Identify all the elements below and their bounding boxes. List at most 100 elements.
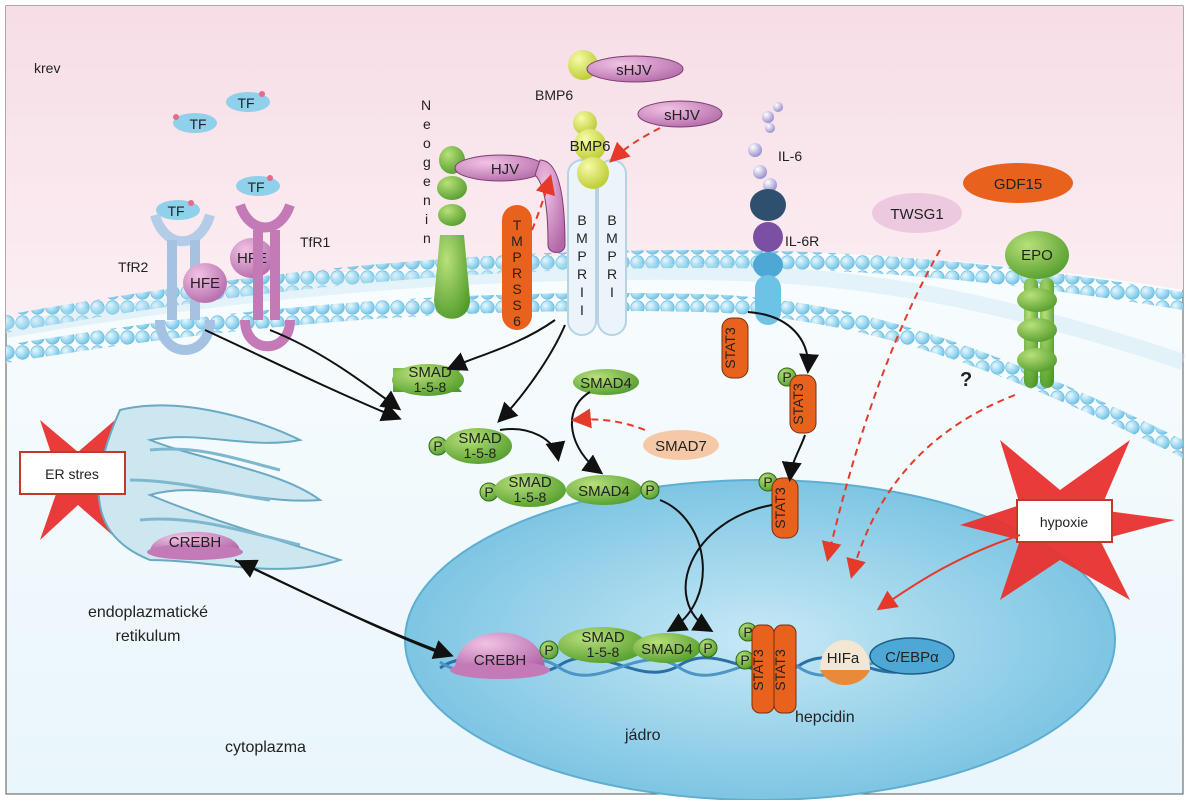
smad158-free: SMAD 1-5-8 (392, 364, 464, 396)
smad4-free: SMAD4 (573, 369, 639, 395)
svg-text:g: g (423, 154, 431, 170)
crebh-dna: CREBH (450, 632, 550, 679)
svg-text:C/EBPα: C/EBPα (885, 649, 939, 666)
svg-text:1-5-8: 1-5-8 (414, 379, 447, 395)
er-stress-box: ER stres (19, 451, 126, 495)
svg-text:P: P (433, 438, 442, 454)
psmad-smad4-complex: P SMAD 1-5-8 SMAD4 P (479, 473, 660, 507)
black-arrows (204, 311, 820, 660)
il6r-label: IL-6R (785, 233, 819, 249)
svg-text:sHJV: sHJV (664, 107, 700, 124)
il6r-receptor (750, 189, 786, 325)
hypoxia-box: hypoxie (1016, 499, 1113, 543)
tf-molecule-4: TF (156, 200, 200, 220)
svg-text:P: P (645, 482, 654, 498)
svg-text:o: o (423, 135, 431, 151)
neogenin-label: N e o g e n i n (421, 97, 431, 246)
smad-dna-complex: P SMAD 1-5-8 SMAD4 P (539, 627, 718, 663)
svg-text:1-5-8: 1-5-8 (514, 489, 547, 505)
hifa: HIFa (820, 640, 870, 685)
svg-text:I: I (580, 302, 584, 318)
tfr1-receptor (235, 203, 295, 352)
hypoxia-label: hypoxie (1040, 514, 1088, 530)
svg-text:e: e (423, 116, 431, 132)
svg-text:SMAD4: SMAD4 (578, 483, 630, 500)
svg-text:SMAD7: SMAD7 (655, 438, 707, 455)
hfe-1: HFE (183, 263, 227, 303)
svg-text:HFE: HFE (190, 275, 220, 292)
svg-text:P: P (743, 624, 752, 640)
svg-text:STAT3: STAT3 (790, 383, 806, 425)
svg-text:B: B (607, 212, 616, 228)
bmpr2: B M P R I I (567, 159, 597, 336)
svg-text:HIFa: HIFa (827, 650, 860, 667)
bmpr1: B M P R I (597, 159, 627, 336)
svg-text:P: P (607, 248, 616, 264)
psmad158: P SMAD 1-5-8 (428, 428, 512, 464)
svg-text:P: P (544, 642, 553, 658)
svg-text:N: N (421, 97, 431, 113)
stat3-3: P STAT3 (758, 472, 799, 539)
svg-text:TWSG1: TWSG1 (890, 206, 943, 223)
red-solid-arrow (876, 534, 1021, 611)
stat3-1: STAT3 (721, 317, 749, 379)
svg-text:SMAD4: SMAD4 (641, 641, 693, 658)
svg-text:T: T (513, 217, 522, 233)
tf-molecule-3: TF (236, 175, 280, 196)
hfe-2: HFE (230, 238, 274, 278)
svg-text:1-5-8: 1-5-8 (587, 644, 620, 660)
svg-text:P: P (782, 369, 791, 385)
red-dashed-arrows (531, 127, 1016, 579)
crebh-er: CREBH (147, 531, 243, 560)
svg-text:P: P (512, 249, 521, 265)
svg-text:SMAD: SMAD (581, 629, 625, 646)
label-nucleus: jádro (624, 727, 661, 744)
tfr1-label: TfR1 (300, 234, 331, 250)
svg-text:TF: TF (247, 179, 264, 195)
stat3-dimer-dna: P P STAT3 STAT3 (735, 622, 797, 714)
svg-text:GDF15: GDF15 (994, 176, 1042, 193)
svg-text:i: i (425, 211, 428, 227)
il6-label: IL-6 (778, 148, 802, 164)
label-blood: krev (34, 60, 60, 76)
tf-molecule-1: TF (173, 113, 217, 133)
svg-text:sHJV: sHJV (616, 62, 652, 79)
svg-text:S: S (512, 281, 521, 297)
label-er-2: retikulum (116, 628, 181, 645)
tf-molecule-2: TF (226, 91, 270, 112)
svg-text:STAT3: STAT3 (722, 327, 738, 369)
label-cytoplasm: cytoplazma (225, 739, 306, 756)
svg-text:HJV: HJV (491, 161, 519, 178)
svg-text:6: 6 (513, 313, 521, 329)
tmprss6: T M P R S S 6 (502, 205, 532, 330)
crebh-er-label: CREBH (169, 534, 222, 551)
svg-text:I: I (580, 284, 584, 300)
svg-text:P: P (577, 248, 586, 264)
er-body (97, 404, 344, 570)
bmp6-bound: BMP6 (570, 111, 611, 189)
svg-text:TF: TF (189, 116, 206, 132)
label-hepcidin: hepcidin (795, 709, 855, 726)
gdf15: GDF15 (963, 163, 1073, 203)
svg-text:M: M (576, 230, 588, 246)
er-stress-label: ER stres (45, 466, 99, 482)
svg-text:SMAD: SMAD (408, 364, 452, 381)
svg-text:P: P (703, 640, 712, 656)
svg-text:STAT3: STAT3 (772, 649, 788, 691)
svg-text:M: M (511, 233, 523, 249)
svg-text:R: R (512, 265, 522, 281)
svg-text:EPO: EPO (1021, 247, 1053, 264)
twsg1: TWSG1 (872, 193, 962, 233)
svg-text:BMP6: BMP6 (570, 138, 611, 155)
bmp6-label: BMP6 (535, 87, 573, 103)
il6-balls (748, 102, 783, 192)
bmp6-shjv-complex: sHJV (568, 50, 684, 83)
svg-text:1-5-8: 1-5-8 (464, 445, 497, 461)
cebpa: C/EBPα (869, 637, 955, 675)
label-er-1: endoplazmatické (88, 604, 208, 621)
svg-text:n: n (423, 230, 431, 246)
svg-text:I: I (610, 284, 614, 300)
smad7: SMAD7 (643, 430, 719, 460)
